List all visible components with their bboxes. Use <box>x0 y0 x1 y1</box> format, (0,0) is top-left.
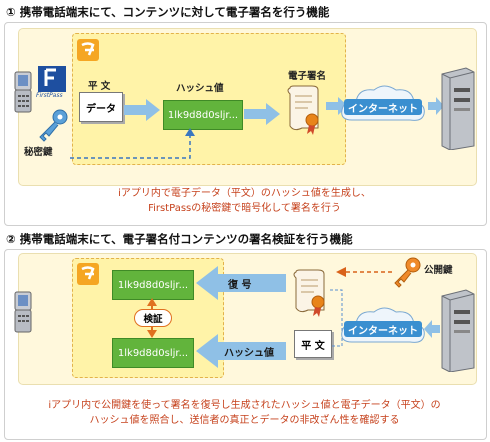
signature-label: 電子署名 <box>288 71 327 82</box>
server-icon-2 <box>438 288 476 373</box>
internet-cloud-2 <box>338 302 428 352</box>
decrypt-arrow <box>196 266 286 300</box>
signature-scroll-icon-2 <box>288 266 332 318</box>
internet-label-2: インターネット <box>348 326 418 337</box>
bundle-bracket <box>330 288 346 348</box>
section2-caption: iアプリ内で公開鍵を使って署名を復号し生成されたハッシュ値と電子データ（平文）の… <box>4 398 485 428</box>
secret-key-path <box>40 128 210 166</box>
decrypt-label: 復 号 <box>228 280 252 291</box>
mobile-phone-icon <box>12 70 34 114</box>
section2-caption-line1: iアプリ内で公開鍵を使って署名を復号し生成されたハッシュ値と電子データ（平文）の <box>48 400 441 411</box>
mobile-phone-icon-2 <box>12 290 34 334</box>
section1-caption: iアプリ内で電子データ（平文）のハッシュ値を生成し、 FirstPassの秘密鍵… <box>4 186 485 216</box>
iapp-logo-icon <box>77 39 99 61</box>
internet-cloud <box>338 80 428 130</box>
section1-caption-line2: FirstPassの秘密鍵で暗号化して署名を行う <box>148 203 341 214</box>
arrow-to-signature <box>244 103 280 125</box>
server-icon <box>438 66 476 151</box>
hash-value-box: 1lk9d8d0sljr... <box>163 100 243 130</box>
internet-label: インターネット <box>348 104 418 115</box>
hash-value-bottom-box: 1lk9d8d0sljr... <box>112 338 194 368</box>
iapp-logo-icon-2 <box>77 263 99 285</box>
secret-key-label: 秘密鍵 <box>24 147 53 158</box>
hash-arrow-label: ハッシュ値 <box>224 348 274 359</box>
section1-heading: ① 携帯電話端末にて、コンテンツに対して電子署名を行う機能 <box>6 5 330 19</box>
plain-text-label: 平 文 <box>88 81 111 92</box>
arrow-to-server <box>428 97 444 115</box>
signature-scroll-icon <box>282 82 326 138</box>
plain-text-document: 平 文 <box>294 330 332 358</box>
data-document: データ <box>79 92 123 122</box>
firstpass-logo-icon <box>38 66 66 92</box>
public-key-label: 公開鍵 <box>424 265 453 276</box>
public-key-path <box>334 262 394 282</box>
public-key-icon <box>392 256 422 288</box>
section2-caption-line2: ハッシュ値を照合し、送信者の真正とデータの非改ざん性を確認する <box>89 415 400 426</box>
verify-badge: 検証 <box>134 309 172 327</box>
secret-key-icon <box>34 108 70 142</box>
hash-value-top-box: 1lk9d8d0sljr... <box>112 270 194 300</box>
section2-heading: ② 携帯電話端末にて、電子署名付コンテンツの署名検証を行う機能 <box>6 232 353 246</box>
hash-arrow <box>196 334 286 368</box>
firstpass-logo-text: FirstPass <box>36 92 63 99</box>
arrow-to-hash <box>124 99 160 121</box>
hash-label: ハッシュ値 <box>176 83 224 94</box>
section1-caption-line1: iアプリ内で電子データ（平文）のハッシュ値を生成し、 <box>118 188 371 199</box>
arrow-from-server <box>424 320 440 338</box>
